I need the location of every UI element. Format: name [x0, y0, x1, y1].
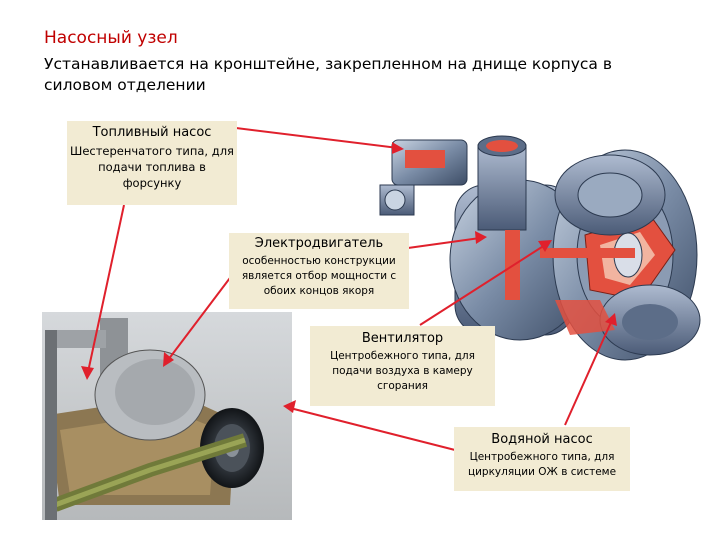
label-motor: Электродвигатель особенностью конструкци… — [229, 233, 409, 309]
label-fan-desc: Центробежного типа, для подачи воздуха в… — [330, 350, 475, 392]
label-motor-name: Электродвигатель — [254, 236, 384, 251]
label-fuel-pump: Топливный насос Шестеренчатого типа, для… — [67, 121, 237, 205]
arrowhead — [392, 142, 404, 154]
arrow-fuel-pump-to-photo — [87, 204, 125, 373]
arrowhead — [538, 240, 552, 252]
label-water-pump-name: Водяной насос — [491, 432, 593, 447]
arrow-motor-to-cutaway — [407, 237, 481, 249]
label-water-pump-desc: Центробежного типа, для циркуляции ОЖ в … — [467, 451, 617, 478]
label-fan-name: Вентилятор — [361, 331, 444, 346]
cutaway-drawing — [379, 135, 701, 361]
page-subtitle: Устанавливается на кронштейне, закреплен… — [44, 55, 612, 94]
label-fuel-pump-name: Топливный насос — [92, 125, 212, 140]
arrowhead — [81, 366, 94, 380]
label-water-pump: Водяной насос Центробежного типа, для ци… — [454, 427, 630, 491]
arrowhead — [283, 400, 296, 413]
label-fan: Вентилятор Центробежного типа, для подач… — [310, 326, 495, 406]
label-motor-desc: особенностью конструкции является отбор … — [241, 255, 397, 297]
arrowhead — [475, 231, 487, 244]
label-fuel-pump-desc: Шестеренчатого типа, для подачи топлива … — [70, 144, 234, 190]
arrow-water-pump-to-cutaway — [564, 319, 613, 426]
pump-unit-photo — [42, 312, 292, 520]
arrow-fuel-pump-to-cutaway — [235, 127, 399, 149]
arrow-fan-to-cutaway — [419, 244, 546, 326]
arrowhead — [163, 352, 174, 367]
page-title: Насосный узел — [44, 28, 178, 48]
arrowhead — [605, 313, 617, 326]
arrow-water-pump-to-photo — [289, 407, 456, 451]
